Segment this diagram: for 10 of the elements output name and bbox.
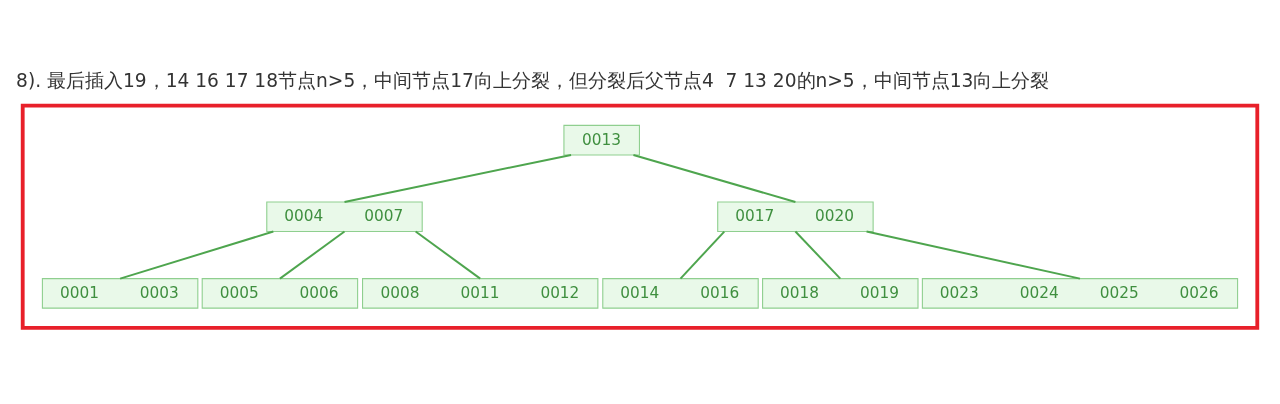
connector [794, 230, 842, 280]
connector [414, 230, 482, 280]
connector [632, 153, 797, 203]
diagram-title: 8). 最后插入19，14 16 17 18节点n>5，中间节点17向上分裂，但分裂后父节点4 7 13 20的n>5，中间节点13向上分裂 [16, 69, 1050, 91]
connector [679, 230, 726, 280]
connector [865, 230, 1081, 280]
connector [278, 230, 346, 280]
connector [119, 230, 275, 280]
cluster [20, 103, 1260, 330]
connector [343, 153, 573, 203]
